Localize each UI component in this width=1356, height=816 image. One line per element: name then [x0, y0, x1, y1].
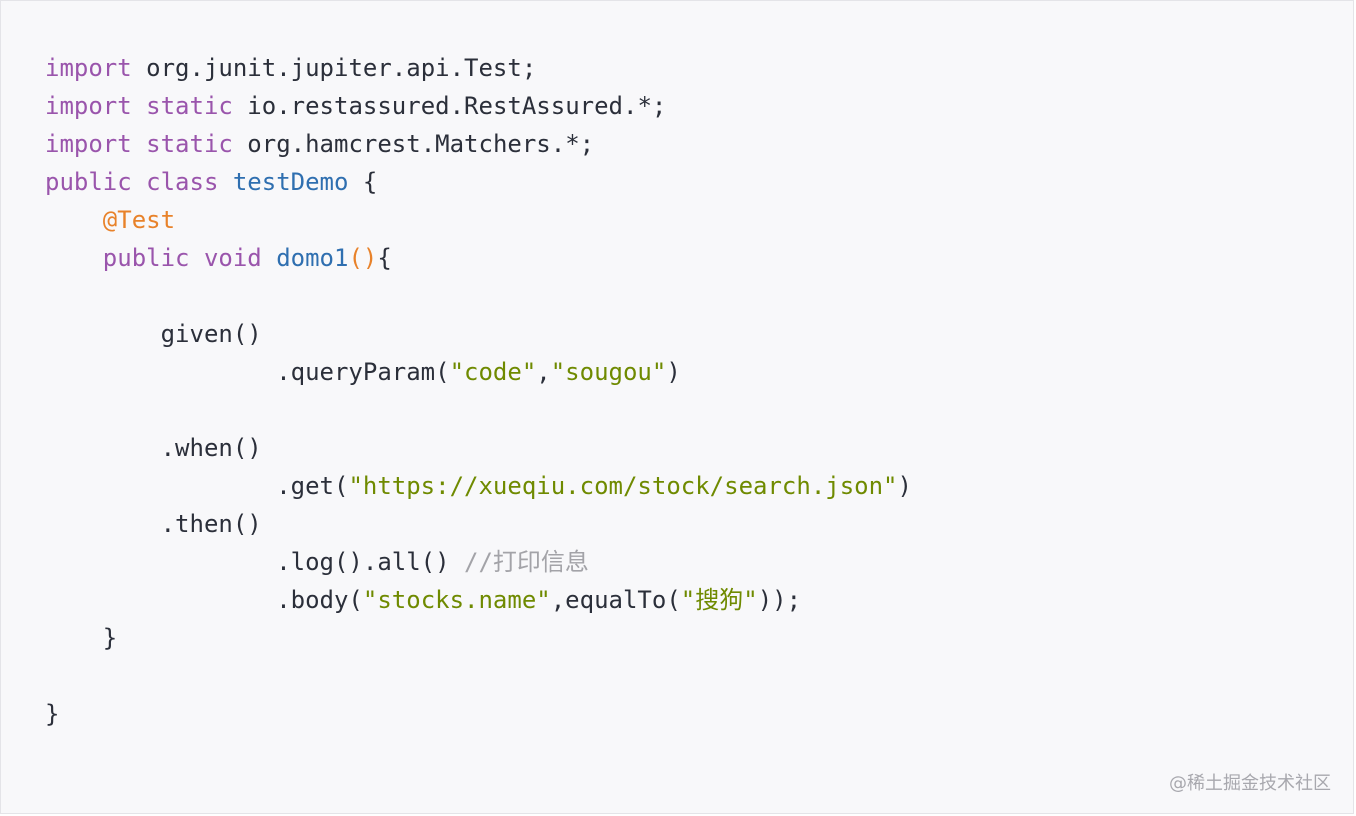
string-literal: "code": [449, 358, 537, 386]
keyword: import: [45, 130, 132, 158]
string-literal: "stocks.name": [362, 586, 551, 614]
code-line-4: public class testDemo {: [45, 163, 912, 201]
code-text-segment: {: [377, 244, 392, 272]
code-text-segment: {: [348, 168, 378, 196]
code-text-segment: ,: [536, 358, 551, 386]
code-line-9: .queryParam("code","sougou"): [45, 353, 912, 391]
code-text-segment: ): [897, 472, 912, 500]
code-text-segment: .log().all(): [276, 548, 465, 576]
code-text-segment: given(): [160, 320, 262, 348]
code-text: import org.junit.jupiter.api.Test;import…: [45, 49, 912, 733]
string-literal: "sougou": [550, 358, 667, 386]
highlighted-parens: (): [348, 244, 378, 272]
code-line-18: }: [45, 695, 912, 733]
class-name: testDemo: [232, 168, 349, 196]
code-line-3: import static org.hamcrest.Matchers.*;: [45, 125, 912, 163]
code-text-segment: org.hamcrest.Matchers.*;: [232, 130, 595, 158]
code-line-2: import static io.restassured.RestAssured…: [45, 87, 912, 125]
code-line-7-blank: [45, 277, 912, 315]
watermark: @稀土掘金技术社区: [1169, 773, 1331, 794]
code-line-16: }: [45, 619, 912, 657]
closing-brace: }: [45, 700, 60, 728]
keyword: import: [45, 92, 132, 120]
closing-brace: }: [102, 624, 118, 652]
code-text-segment: ,equalTo(: [550, 586, 681, 614]
annotation: @Test: [102, 206, 176, 234]
keyword: public: [45, 168, 132, 196]
code-line-1: import org.junit.jupiter.api.Test;: [45, 49, 912, 87]
code-text-segment: .get(: [276, 472, 349, 500]
string-literal: "搜狗": [680, 586, 758, 614]
code-line-13: .then(): [45, 505, 912, 543]
code-text-segment: .when(): [160, 434, 262, 462]
keyword: void: [203, 244, 262, 272]
keyword: import: [45, 54, 132, 82]
code-text-segment: .queryParam(: [276, 358, 450, 386]
code-text-segment: .then(): [160, 510, 262, 538]
code-line-11: .when(): [45, 429, 912, 467]
code-text-segment: io.restassured.RestAssured.*;: [232, 92, 667, 120]
code-line-17-blank: [45, 657, 912, 695]
code-text-segment: org.junit.jupiter.api.Test;: [131, 54, 537, 82]
keyword: static: [146, 130, 233, 158]
code-text-segment: ));: [757, 586, 802, 614]
code-comment: //打印信息: [464, 548, 589, 576]
code-line-5: @Test: [45, 201, 912, 239]
code-line-10-blank: [45, 391, 912, 429]
keyword: static: [146, 92, 233, 120]
code-text-segment: ): [666, 358, 681, 386]
code-text-segment: .body(: [276, 586, 363, 614]
code-line-15: .body("stocks.name",equalTo("搜狗"));: [45, 581, 912, 619]
string-literal: "https://xueqiu.com/stock/search.json": [348, 472, 898, 500]
method-name: domo1: [276, 244, 349, 272]
code-line-12: .get("https://xueqiu.com/stock/search.js…: [45, 467, 912, 505]
code-line-6: public void domo1(){: [45, 239, 912, 277]
keyword: class: [146, 168, 219, 196]
code-line-14: .log().all() //打印信息: [45, 543, 912, 581]
keyword: public: [102, 244, 190, 272]
code-line-8: given(): [45, 315, 912, 353]
